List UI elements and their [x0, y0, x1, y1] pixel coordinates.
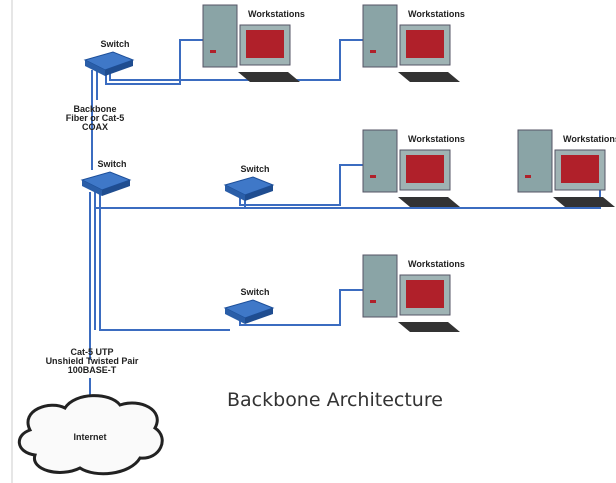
workstation: Workstations	[202, 4, 305, 82]
monitor-screen	[561, 155, 599, 183]
internet-cloud: Internet	[17, 394, 164, 476]
tower-led	[210, 50, 216, 53]
keyboard	[398, 72, 460, 82]
internet-label: Internet	[73, 432, 106, 442]
workstation: Workstations	[517, 129, 616, 207]
workstation: Workstations	[362, 254, 465, 332]
switch-label: Switch	[240, 287, 269, 297]
tower-case	[202, 4, 238, 68]
utp-label: Unshield Twisted Pair	[46, 356, 139, 366]
diagram-caption: Backbone Architecture	[227, 389, 443, 411]
workstations-label: Workstations	[248, 9, 305, 19]
backbone-label: COAX	[82, 122, 108, 132]
keyboard	[398, 322, 460, 332]
switch-device: Switch	[223, 164, 275, 201]
monitor-screen	[246, 30, 284, 58]
tower-led	[370, 50, 376, 53]
switch-device: Switch	[83, 39, 135, 76]
cables	[89, 39, 601, 400]
tower-led	[525, 175, 531, 178]
monitor-screen	[406, 280, 444, 308]
switch-device: Switch	[223, 287, 275, 324]
tower-case	[517, 129, 553, 193]
keyboard	[398, 197, 460, 207]
switch-label: Switch	[100, 39, 129, 49]
tower-case	[362, 129, 398, 193]
tower-led	[370, 175, 376, 178]
workstation: Workstations	[362, 4, 465, 82]
switch-device: Switch	[80, 159, 132, 196]
backbone-label: Fiber or Cat-5	[66, 113, 125, 123]
monitor-screen	[406, 30, 444, 58]
monitor-screen	[406, 155, 444, 183]
workstations-label: Workstations	[408, 134, 465, 144]
tower-case	[362, 4, 398, 68]
workstations-label: Workstations	[408, 259, 465, 269]
workstation: Workstations	[362, 129, 465, 207]
tower-led	[370, 300, 376, 303]
switch-label: Switch	[97, 159, 126, 169]
tower-case	[362, 254, 398, 318]
utp-label: 100BASE-T	[68, 365, 117, 375]
backbone-label: Backbone	[73, 104, 116, 114]
workstations-label: Workstations	[408, 9, 465, 19]
switch-label: Switch	[240, 164, 269, 174]
keyboard	[238, 72, 300, 82]
workstations-label: Workstations	[563, 134, 616, 144]
utp-label: Cat-5 UTP	[70, 347, 113, 357]
keyboard	[553, 197, 615, 207]
